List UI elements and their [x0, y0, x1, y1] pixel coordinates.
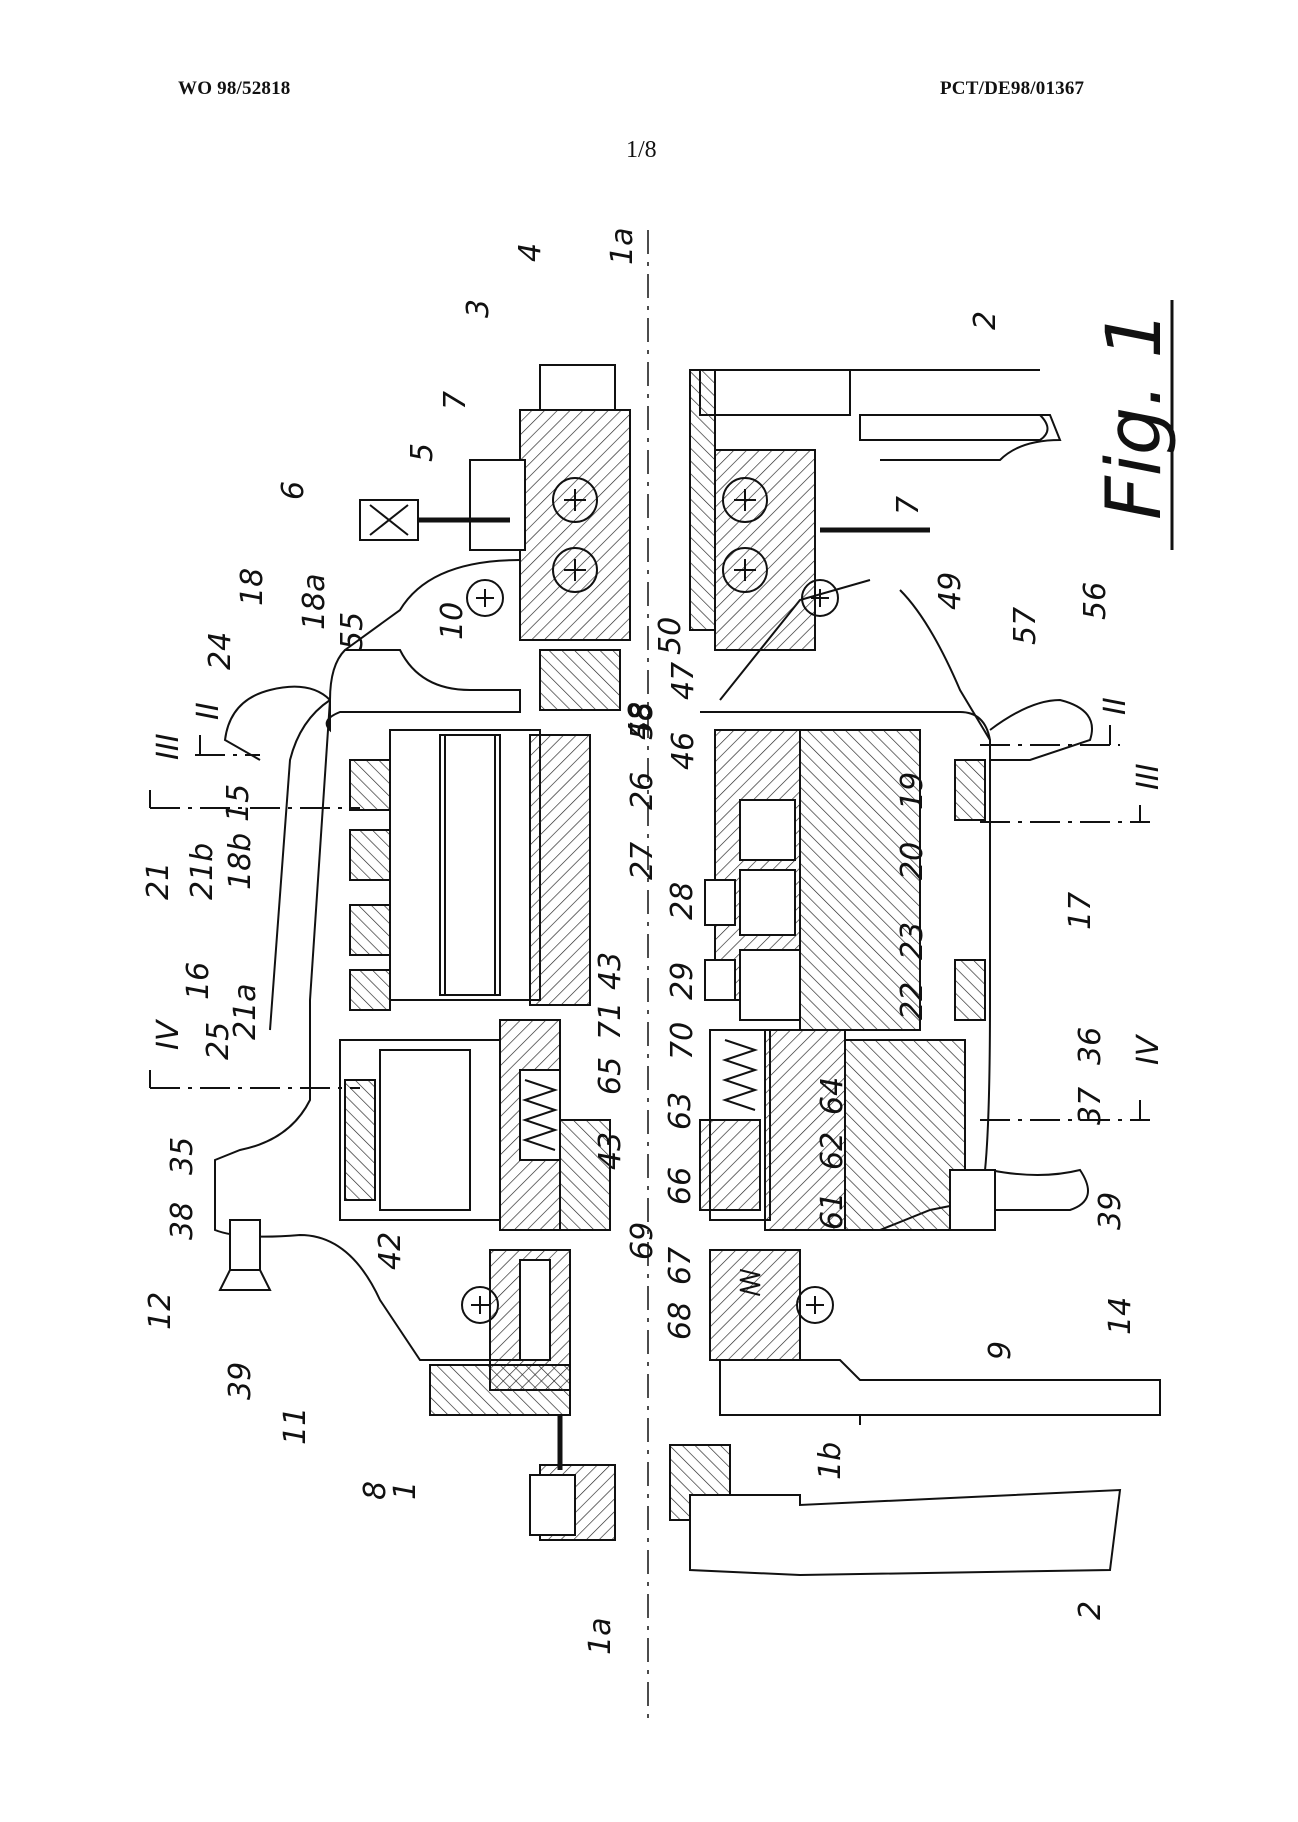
ref-39: 39 — [223, 1362, 258, 1400]
ref-50: 50 — [653, 617, 688, 655]
ref-71: 71 — [593, 1002, 628, 1040]
section-mark-III: III — [1131, 763, 1166, 790]
ref-21b: 21b — [185, 843, 220, 900]
ref-16: 16 — [181, 962, 216, 1000]
ref-23: 23 — [895, 922, 930, 960]
svg-text:Fig. 1: Fig. 1 — [1089, 310, 1178, 520]
ref-18: 18 — [235, 568, 270, 606]
ref-55: 55 — [335, 612, 370, 650]
ref-10: 10 — [435, 602, 470, 640]
ref-1a: 1a — [583, 1618, 618, 1655]
section-mark-II: II — [1098, 697, 1133, 715]
ref-47: 47 — [666, 662, 701, 700]
ref-2: 2 — [1073, 1601, 1108, 1620]
ref-3: 3 — [461, 299, 496, 318]
ref-35: 35 — [165, 1137, 200, 1175]
section-mark-II: II — [191, 702, 226, 720]
ref-7: 7 — [891, 496, 926, 515]
ref-22: 22 — [895, 982, 930, 1020]
ref-12: 12 — [143, 1292, 178, 1330]
ref-56: 56 — [1078, 582, 1113, 620]
ref-66: 66 — [663, 1167, 698, 1205]
ref-7: 7 — [438, 391, 473, 410]
ref-20: 20 — [895, 842, 930, 880]
ref-18a: 18a — [297, 573, 332, 630]
section-marks: II II III III IV IV — [151, 697, 1166, 1065]
section-mark-IV: IV — [1131, 1033, 1166, 1065]
ref-58: 58 — [625, 702, 660, 740]
ref-2: 2 — [968, 311, 1003, 330]
ref-1: 1 — [388, 1481, 423, 1500]
ref-25: 25 — [201, 1022, 236, 1060]
ref-11: 11 — [278, 1407, 313, 1445]
ref-8: 8 — [358, 1481, 393, 1500]
figure-label: Fig. 1 — [1089, 300, 1178, 550]
ref-63: 63 — [663, 1092, 698, 1130]
ref-6: 6 — [276, 481, 311, 500]
ref-70: 70 — [665, 1022, 700, 1060]
ref-19: 19 — [895, 772, 930, 810]
ref-14: 14 — [1103, 1297, 1138, 1335]
ref-42: 42 — [373, 1232, 408, 1270]
ref-1a: 1a — [605, 228, 640, 265]
ref-17: 17 — [1063, 892, 1098, 930]
ref-29: 29 — [665, 962, 700, 1000]
ref-38: 38 — [165, 1202, 200, 1240]
ref-68: 68 — [663, 1302, 698, 1340]
ref-48: 48 — [623, 702, 658, 740]
ref-37: 37 — [1073, 1087, 1108, 1125]
ref-46: 46 — [666, 732, 701, 770]
ref-15: 15 — [221, 784, 256, 822]
section-mark-IV: IV — [151, 1018, 186, 1050]
ref-69: 69 — [625, 1222, 660, 1260]
reference-numerals: 1 1a 1a 1b 2 2 3 4 5 6 7 7 8 9 10 11 12 … — [141, 228, 1138, 1655]
sheet-number: 1/8 — [626, 137, 657, 163]
application-number: PCT/DE98/01367 — [940, 78, 1085, 99]
ref-5: 5 — [405, 443, 440, 462]
ref-26: 26 — [625, 772, 660, 810]
ref-61: 61 — [815, 1192, 850, 1230]
ref-24: 24 — [203, 632, 238, 670]
ref-4: 4 — [513, 243, 548, 262]
publication-number: WO 98/52818 — [178, 78, 291, 99]
ref-18b: 18b — [223, 833, 258, 890]
ref-43: 43 — [593, 1132, 628, 1170]
ref-27: 27 — [625, 842, 660, 880]
ref-67: 67 — [663, 1247, 698, 1285]
ref-21a: 21a — [228, 983, 263, 1040]
ref-36: 36 — [1073, 1027, 1108, 1065]
ref-43: 43 — [593, 952, 628, 990]
ref-57: 57 — [1008, 607, 1043, 645]
ref-1b: 1b — [813, 1442, 848, 1480]
ref-9: 9 — [983, 1341, 1018, 1360]
ref-39: 39 — [1093, 1192, 1128, 1230]
ref-49: 49 — [933, 572, 968, 610]
ref-65: 65 — [593, 1057, 628, 1095]
ref-62: 62 — [815, 1132, 850, 1170]
ref-64: 64 — [815, 1077, 850, 1115]
section-mark-III: III — [151, 733, 186, 760]
ref-21: 21 — [141, 862, 176, 900]
ref-28: 28 — [665, 882, 700, 920]
